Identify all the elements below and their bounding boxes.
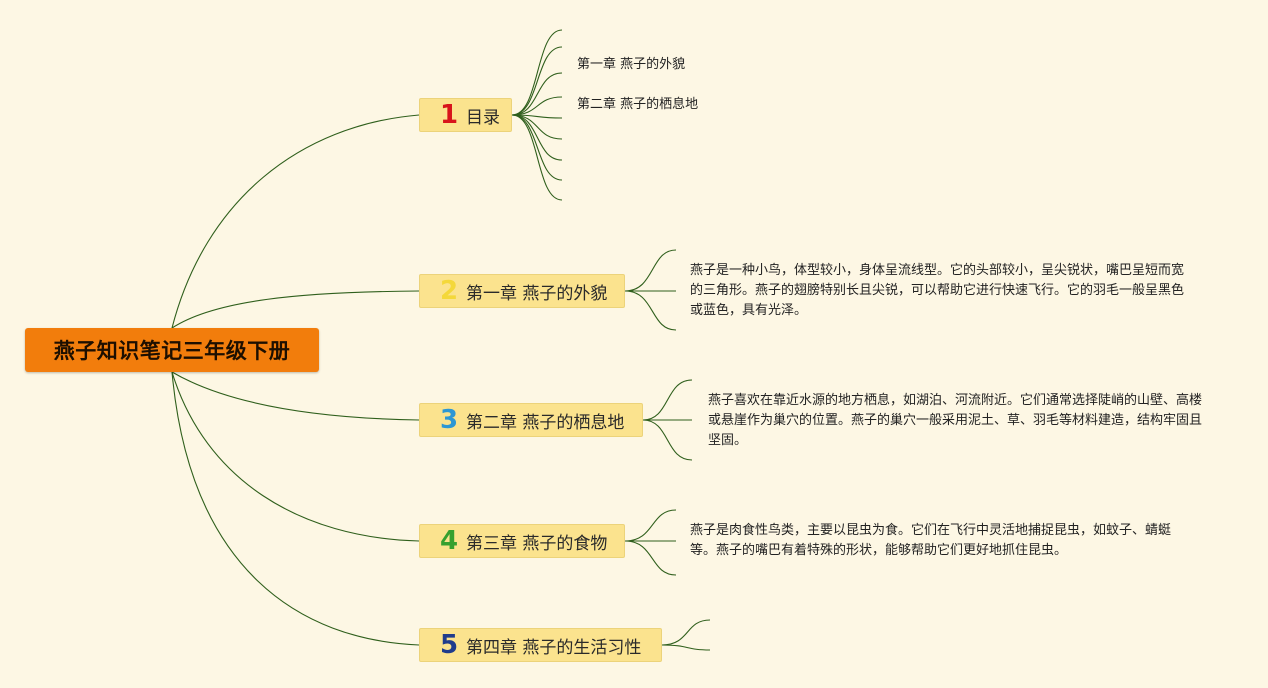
connector-toc-fan-2 (511, 72, 563, 116)
connector-toc-fan-5 (511, 114, 563, 140)
branch-chapter4-label: 第四章 燕子的生活习性 (466, 637, 642, 658)
branch-chapter2-label: 第二章 燕子的栖息地 (466, 412, 625, 433)
branch-chapter3-food[interactable]: 4 第三章 燕子的食物 (419, 524, 625, 558)
chapter2-note-text: 燕子喜欢在靠近水源的地方栖息，如湖泊、河流附近。它们通常选择陡峭的山壁、高楼或悬… (708, 393, 1203, 448)
root-topic[interactable]: 燕子知识笔记三年级下册 (25, 328, 319, 372)
number-4-icon: 4 (439, 526, 459, 556)
connector-root-branch1 (171, 114, 420, 329)
connector-toc-fan-8 (511, 114, 563, 201)
connector-ch1-fan-0 (624, 249, 677, 292)
branch-chapter1-label: 第一章 燕子的外貌 (466, 283, 608, 304)
branch-toc[interactable]: 1 目录 (419, 98, 512, 132)
connector-ch4-fan-0 (661, 619, 711, 646)
toc-item-chapter1[interactable]: 第一章 燕子的外貌 (577, 57, 686, 72)
connector-ch4-fan-1 (661, 644, 711, 651)
chapter1-note-text: 燕子是一种小鸟，体型较小，身体呈流线型。它的头部较小，呈尖锐状，嘴巴呈短而宽的三… (690, 263, 1185, 318)
branch-chapter2-habitat[interactable]: 3 第二章 燕子的栖息地 (419, 403, 643, 437)
root-topic-title: 燕子知识笔记三年级下册 (53, 339, 291, 363)
connector-root-branch2 (171, 290, 420, 329)
connector-toc-fan-3 (511, 96, 563, 116)
branch-chapter4-habits[interactable]: 5 第四章 燕子的生活习性 (419, 628, 662, 662)
connector-ch2-fan-0 (642, 379, 693, 421)
connector-ch2-fan-2 (642, 419, 693, 461)
number-5-icon: 5 (439, 630, 459, 660)
connector-toc-fan-6 (511, 114, 563, 161)
number-2-icon: 2 (439, 276, 459, 306)
connector-toc-fan-0 (511, 29, 563, 116)
connector-ch1-fan-2 (624, 290, 677, 331)
branch-toc-label: 目录 (466, 107, 500, 128)
connector-root-branch3 (171, 371, 420, 421)
number-3-icon: 3 (439, 405, 459, 435)
connector-toc-fan-7 (511, 114, 563, 181)
toc-item-chapter2[interactable]: 第二章 燕子的栖息地 (577, 97, 699, 112)
branch-chapter3-label: 第三章 燕子的食物 (466, 533, 608, 554)
connector-root-branch4 (171, 371, 420, 542)
connector-ch3-fan-0 (624, 509, 677, 542)
connector-ch3-fan-2 (624, 540, 677, 576)
chapter3-note-text: 燕子是肉食性鸟类，主要以昆虫为食。它们在飞行中灵活地捕捉昆虫，如蚊子、蜻蜓等。燕… (690, 523, 1172, 558)
connector-toc-fan-1 (511, 46, 563, 116)
connector-root-branch5 (171, 371, 420, 646)
number-1-icon: 1 (439, 100, 459, 130)
branch-chapter1-appearance[interactable]: 2 第一章 燕子的外貌 (419, 274, 625, 308)
